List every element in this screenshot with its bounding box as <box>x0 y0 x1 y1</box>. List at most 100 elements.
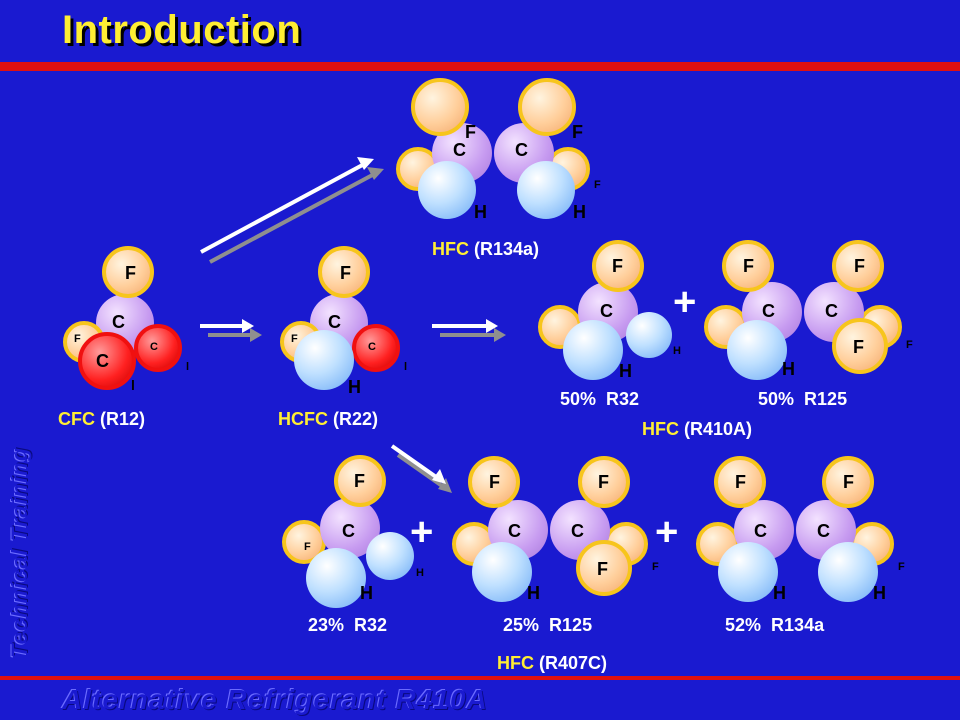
slide-title: Introduction <box>62 8 302 52</box>
atom-symbol: C <box>508 521 521 541</box>
hydrogen-atom <box>727 320 787 380</box>
hydrogen-atom <box>294 330 354 390</box>
atom-symbol: F <box>853 337 864 357</box>
atom-symbol: H <box>673 345 681 357</box>
label-cfc: CFC (R12) <box>58 409 146 429</box>
atom-symbol: C <box>817 521 830 541</box>
chlorine-atom <box>78 332 136 390</box>
blend-r410a-r32: 50% R32 <box>560 389 640 409</box>
atom-symbol: F <box>598 472 609 492</box>
fluorine-atom <box>832 318 888 374</box>
fluorine-atom <box>518 78 576 136</box>
atom-symbol: F <box>340 263 351 283</box>
atom-symbol: F <box>489 472 500 492</box>
atom-symbol: F <box>465 122 476 142</box>
fluorine-atom <box>102 246 154 298</box>
atom-symbol: F <box>612 256 623 276</box>
atom-symbol: C <box>762 301 775 321</box>
side-text: Technical Training <box>7 446 32 658</box>
atom-symbol: C <box>600 301 613 321</box>
blend-r410a-r125: 50% R125 <box>758 389 848 409</box>
atom-symbol: C <box>825 301 838 321</box>
atom-symbol: H <box>573 202 586 222</box>
atom-symbol: F <box>597 559 608 579</box>
atom-symbol: H <box>474 202 487 222</box>
atom-symbol: H <box>416 567 424 579</box>
atom-symbol: l <box>186 361 190 373</box>
atom-symbol: C <box>453 140 466 160</box>
atom-symbol: F <box>854 256 865 276</box>
fluorine-atom <box>411 78 469 136</box>
atom-symbol: l <box>404 361 408 373</box>
chlorine-atom <box>134 324 182 372</box>
atom-symbol: F <box>125 263 136 283</box>
hydrogen-atom <box>818 542 878 602</box>
atom-symbol: C <box>328 312 341 332</box>
label-r134a: HFC (R134a) <box>432 239 540 259</box>
blend-r407c-r134a: 52% R134a <box>725 615 825 635</box>
atom-symbol: F <box>291 333 298 345</box>
hydrogen-atom <box>306 548 366 608</box>
atom-symbol: F <box>304 541 311 553</box>
hydrogen-atom <box>366 532 414 580</box>
diagonal-arrow-icon <box>200 157 384 264</box>
hydrogen-atom <box>718 542 778 602</box>
atom-symbol: F <box>735 472 746 492</box>
hydrogen-atom <box>517 161 575 219</box>
atom-symbol: C <box>368 341 376 353</box>
blend-r407c-r32: 23% R32 <box>308 615 388 635</box>
atom-symbol: H <box>782 359 795 379</box>
atom-symbol: C <box>515 140 528 160</box>
arrow-right-icon <box>200 319 262 342</box>
atom-symbol: C <box>754 521 767 541</box>
blend-r407c-r125: 25% R125 <box>503 615 593 635</box>
hydrogen-atom <box>563 320 623 380</box>
atom-symbol: H <box>360 583 373 603</box>
atom-symbol: F <box>74 333 81 345</box>
atom-symbol: H <box>873 583 886 603</box>
hydrogen-atom <box>626 312 672 358</box>
atom-symbol: F <box>743 256 754 276</box>
atom-symbol: l <box>131 377 135 393</box>
diagonal-arrow-icon <box>390 444 452 493</box>
plus-sign: + <box>673 280 697 324</box>
chlorine-atom <box>352 324 400 372</box>
fluorine-atom <box>722 240 774 292</box>
atom-symbol: H <box>348 377 361 397</box>
atom-symbol: C <box>150 341 158 353</box>
atom-symbol: H <box>773 583 786 603</box>
atom-symbol: H <box>619 361 632 381</box>
fluorine-atom <box>822 456 874 508</box>
fluorine-atom <box>714 456 766 508</box>
fluorine-atom <box>592 240 644 292</box>
atom-symbol: F <box>354 471 365 491</box>
atom-symbol: C <box>112 312 125 332</box>
fluorine-atom <box>578 456 630 508</box>
atom-symbol: F <box>572 122 583 142</box>
hydrogen-atom <box>472 542 532 602</box>
fluorine-atom <box>832 240 884 292</box>
atom-symbol: C <box>96 351 109 371</box>
atom-symbol: F <box>843 472 854 492</box>
fluorine-atom <box>318 246 370 298</box>
plus-sign: + <box>655 510 679 554</box>
footer-red-line <box>0 676 960 680</box>
atom-symbol: F <box>594 179 601 191</box>
fluorine-atom <box>282 520 326 564</box>
atom-symbol: F <box>898 561 905 573</box>
label-r410a: HFC (R410A) <box>642 419 753 439</box>
fluorine-atom <box>468 456 520 508</box>
label-hcfc: HCFC (R22) <box>278 409 379 429</box>
atom-symbol: C <box>571 521 584 541</box>
hydrogen-atom <box>418 161 476 219</box>
label-r407c: HFC (R407C) <box>497 653 608 673</box>
atom-symbol: F <box>652 561 659 573</box>
footer-title: Alternative Refrigerant R410A <box>62 684 488 715</box>
plus-sign: + <box>410 510 434 554</box>
atom-symbol: F <box>906 339 913 351</box>
atom-symbol: C <box>342 521 355 541</box>
atom-symbol: H <box>527 583 540 603</box>
arrow-right-icon <box>432 319 506 342</box>
fluorine-atom <box>576 540 632 596</box>
